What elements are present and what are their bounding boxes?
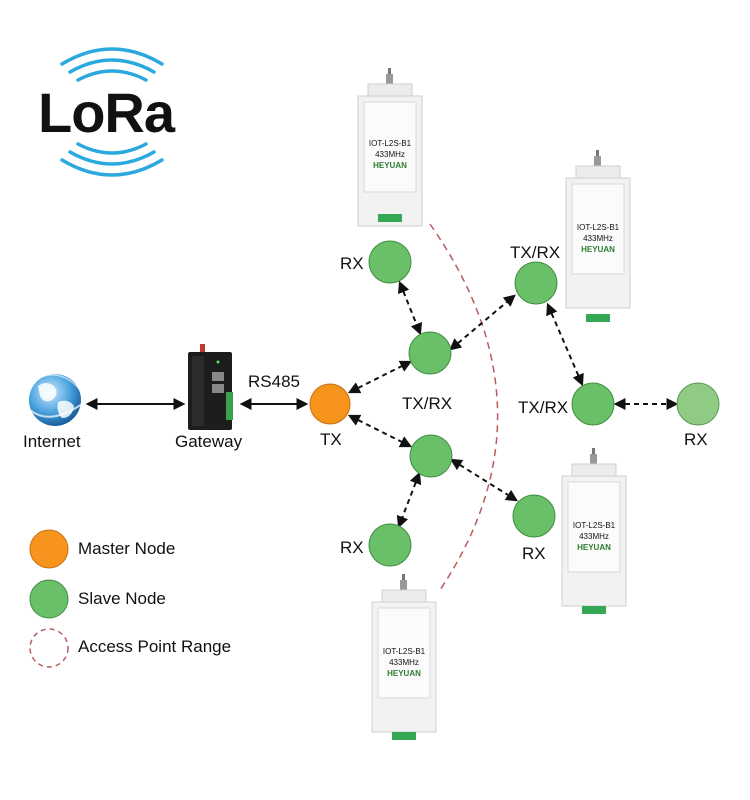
link-lower-node-rx-right	[449, 458, 519, 502]
access-point-range-arc	[429, 223, 499, 591]
device-brand: HEYUAN	[373, 161, 407, 170]
slave-node-lower-relay	[409, 434, 453, 478]
slave-node-rx-far-right	[676, 382, 720, 426]
label-txrx-center: TX/RX	[402, 394, 453, 413]
master-node-tx	[309, 383, 351, 425]
device-model: IOT-L2S-B1	[368, 139, 412, 148]
label-internet: Internet	[23, 432, 81, 451]
logo-waves-icon	[60, 47, 164, 177]
device-brand: HEYUAN	[581, 245, 615, 254]
slave-node-upper-relay	[408, 331, 452, 375]
lora-device-bottom	[371, 574, 437, 740]
device-frequency: 433MHz	[375, 150, 405, 159]
legend-range-marker	[29, 628, 69, 668]
gateway-device-icon	[188, 344, 233, 430]
link-upper-node-rx	[397, 280, 423, 336]
link-tx-lower-node	[347, 414, 413, 448]
label-rx-far-right: RX	[684, 430, 708, 449]
legend-slave-label: Slave Node	[78, 589, 166, 608]
label-rs485: RS485	[248, 372, 300, 391]
label-tx: TX	[320, 430, 342, 449]
lora-logo: LoRa	[38, 81, 175, 144]
slave-node-rx-bottom-right	[512, 494, 556, 538]
device-frequency: 433MHz	[583, 234, 613, 243]
legend-slave-marker	[29, 579, 69, 619]
label-gateway: Gateway	[175, 432, 243, 451]
device-brand: HEYUAN	[387, 669, 421, 678]
link-lower-node-rx	[396, 471, 422, 529]
slave-node-txrx-top-right	[514, 261, 558, 305]
slave-node-rx-top-left	[368, 240, 412, 284]
device-frequency: 433MHz	[389, 658, 419, 667]
globe-icon	[29, 374, 83, 426]
device-frequency: 433MHz	[579, 532, 609, 541]
link-tx-upper-node	[347, 360, 413, 394]
label-txrx-top-right: TX/RX	[510, 243, 561, 262]
device-text-top: IOT-L2S-B1 433MHz HEYUAN	[366, 138, 414, 171]
device-model: IOT-L2S-B1	[576, 223, 620, 232]
device-text-top-right: IOT-L2S-B1 433MHz HEYUAN	[574, 222, 622, 255]
label-txrx-right: TX/RX	[518, 398, 569, 417]
legend-range-label: Access Point Range	[78, 637, 232, 656]
device-model: IOT-L2S-B1	[382, 647, 426, 656]
slave-node-rx-bottom-left	[368, 523, 412, 567]
lora-device-top-right	[565, 150, 631, 322]
lora-device-bottom-right	[561, 448, 627, 614]
legend-master-label: Master Node	[78, 539, 176, 558]
lora-device-top	[357, 68, 423, 227]
device-text-bottom: IOT-L2S-B1 433MHz HEYUAN	[380, 646, 428, 679]
label-rx-bottom-right: RX	[522, 544, 546, 563]
link-txrx-txrx	[546, 302, 584, 387]
slave-node-txrx-right	[571, 382, 615, 426]
link-upper-node-txrx	[449, 294, 516, 351]
device-text-bottom-right: IOT-L2S-B1 433MHz HEYUAN	[570, 520, 618, 553]
device-model: IOT-L2S-B1	[572, 521, 616, 530]
label-rx-bottom-left: RX	[340, 538, 364, 557]
device-brand: HEYUAN	[577, 543, 611, 552]
label-rx-top-left: RX	[340, 254, 364, 273]
legend-master-marker	[29, 529, 69, 569]
